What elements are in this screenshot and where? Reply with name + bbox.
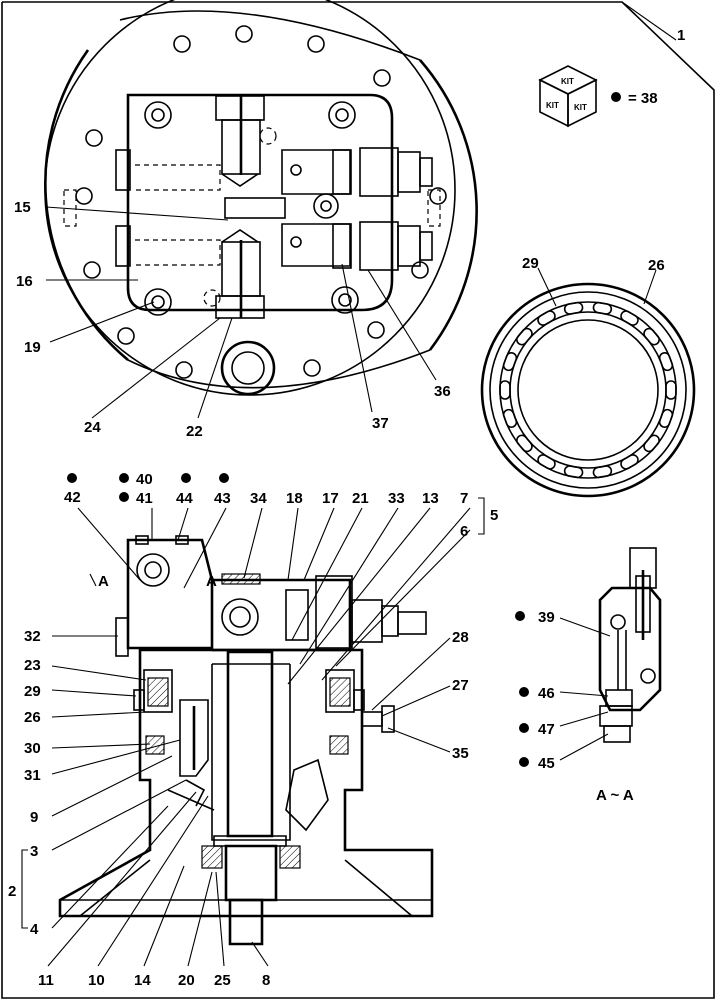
callout-23: 23 — [24, 657, 41, 674]
motor-section-view — [58, 535, 434, 946]
callout-7: 7 — [460, 490, 468, 507]
bearing-roller — [643, 434, 660, 453]
bearing-roller — [665, 380, 677, 400]
callout-37: 37 — [372, 415, 389, 432]
callout-10: 10 — [88, 972, 105, 989]
bearing-roller — [592, 301, 613, 315]
callout-13: 13 — [422, 490, 439, 507]
callout-14: 14 — [134, 972, 151, 989]
bearing-roller — [499, 380, 511, 400]
callout-2: 2 — [8, 883, 16, 900]
lower-relief-valve — [215, 229, 265, 319]
bearing-roller — [658, 408, 674, 428]
callout-1: 1 — [677, 27, 685, 44]
bearing-roller — [620, 454, 639, 470]
bearing-roller — [592, 465, 613, 479]
callout-labels: 1 15 16 19 24 22 37 36 29 26 42 40 41 44… — [8, 27, 685, 989]
bearing-roller — [563, 465, 584, 479]
bearing-roller — [502, 352, 518, 372]
bearing-rollers — [499, 301, 677, 479]
callout-29-bearing: 29 — [522, 255, 539, 272]
callout-16: 16 — [16, 273, 33, 290]
callout-25: 25 — [214, 972, 231, 989]
callout-41: 41 — [136, 490, 153, 507]
bullet-dot-icon — [611, 92, 621, 102]
section-mark-left: A — [98, 573, 109, 590]
callout-28: 28 — [452, 629, 469, 646]
makeup-valves — [281, 147, 433, 271]
callout-19: 19 — [24, 339, 41, 356]
bearing-roller — [537, 310, 556, 326]
valve-block — [126, 93, 394, 312]
drain-port — [220, 340, 276, 396]
callout-44: 44 — [176, 490, 193, 507]
kit-label-top: KIT — [561, 77, 574, 86]
upper-relief-valve — [215, 95, 265, 187]
callout-11: 11 — [38, 972, 54, 989]
section-a-view — [598, 547, 662, 743]
callout-26-bearing: 26 — [648, 257, 665, 274]
callout-27: 27 — [452, 677, 469, 694]
callout-24: 24 — [84, 419, 101, 436]
callout-39: 39 — [538, 609, 555, 626]
kit-markers — [67, 473, 529, 767]
bearing-roller — [563, 301, 584, 315]
callout-42: 42 — [64, 489, 81, 506]
bearing-roller — [620, 310, 639, 326]
callout-33: 33 — [388, 490, 405, 507]
leader-lines — [21, 1, 677, 967]
callout-5: 5 — [490, 507, 498, 524]
callout-15: 15 — [14, 199, 31, 216]
callout-46: 46 — [538, 685, 555, 702]
callout-35: 35 — [452, 745, 469, 762]
callout-40: 40 — [136, 471, 153, 488]
motor-top-view — [44, 0, 478, 396]
bearing-roller — [643, 327, 660, 346]
flange-bolt-holes — [75, 25, 447, 379]
callout-8: 8 — [262, 972, 270, 989]
bearing-roller — [537, 454, 556, 470]
bearing-ring — [480, 282, 696, 498]
callout-18: 18 — [286, 490, 303, 507]
section-mark-right: A — [206, 573, 217, 590]
callout-17: 17 — [322, 490, 339, 507]
kit-cube-icon: KIT KIT KIT — [538, 65, 598, 128]
callout-43: 43 — [214, 490, 231, 507]
callout-32: 32 — [24, 628, 41, 645]
bearing-roller — [502, 408, 518, 428]
callout-45: 45 — [538, 755, 555, 772]
kit-legend-text: = 38 — [628, 90, 658, 107]
callout-47: 47 — [538, 721, 555, 738]
callout-6: 6 — [460, 523, 468, 540]
kit-label-right: KIT — [574, 103, 587, 112]
block-bolts — [144, 101, 359, 316]
callout-9: 9 — [30, 809, 38, 826]
bearing-roller — [658, 352, 674, 372]
callout-29: 29 — [24, 683, 41, 700]
callout-36: 36 — [434, 383, 451, 400]
callout-31: 31 — [24, 767, 41, 784]
callout-21: 21 — [352, 490, 369, 507]
view-caption: A ~ A — [596, 787, 634, 804]
callout-34: 34 — [250, 490, 267, 507]
callout-26: 26 — [24, 709, 41, 726]
bearing-roller — [516, 434, 533, 453]
bearing-roller — [516, 327, 533, 346]
callout-3-upper: 3 — [30, 843, 38, 860]
callout-30: 30 — [24, 740, 41, 757]
kit-label-left: KIT — [546, 101, 559, 110]
callout-20: 20 — [178, 972, 195, 989]
callout-22: 22 — [186, 423, 203, 440]
callout-4: 4 — [30, 921, 39, 938]
